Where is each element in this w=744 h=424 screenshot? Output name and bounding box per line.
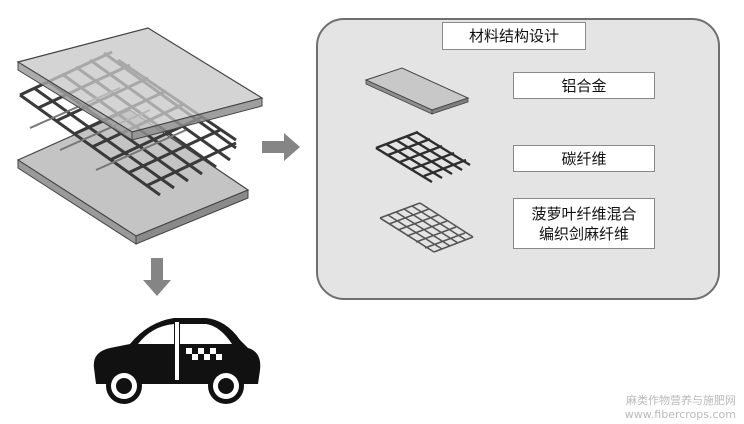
laminate-stack-icon [16, 27, 264, 245]
right-arrow-icon [262, 133, 300, 161]
natural-fiber-mesh-icon [379, 202, 474, 253]
watermark-line-2: www.fibercrops.com [624, 408, 736, 421]
down-arrow-icon [143, 258, 171, 296]
bottom-aluminum-sheet [16, 109, 250, 245]
watermark-line-1: 麻类作物营养与施肥网 [626, 394, 736, 407]
label-line-1: 菠萝叶纤维混合 [531, 204, 637, 223]
aluminum-sheet-icon [364, 67, 470, 115]
watermark: 麻类作物营养与施肥网 www.fibercrops.com [625, 392, 736, 421]
label-carbon-fiber: 碳纤维 [513, 145, 655, 172]
top-aluminum-sheet [16, 27, 264, 141]
panel-title: 材料结构设计 [442, 22, 586, 50]
label-line-2: 编织剑麻纤维 [538, 224, 629, 243]
label-pineapple-sisal-fiber: 菠萝叶纤维混合 编织剑麻纤维 [513, 198, 655, 249]
taxi-checker-pattern [186, 348, 222, 360]
carbon-fiber-mesh-icon [375, 130, 471, 184]
label-aluminum-alloy: 铝合金 [513, 72, 655, 99]
car-icon [93, 318, 261, 404]
